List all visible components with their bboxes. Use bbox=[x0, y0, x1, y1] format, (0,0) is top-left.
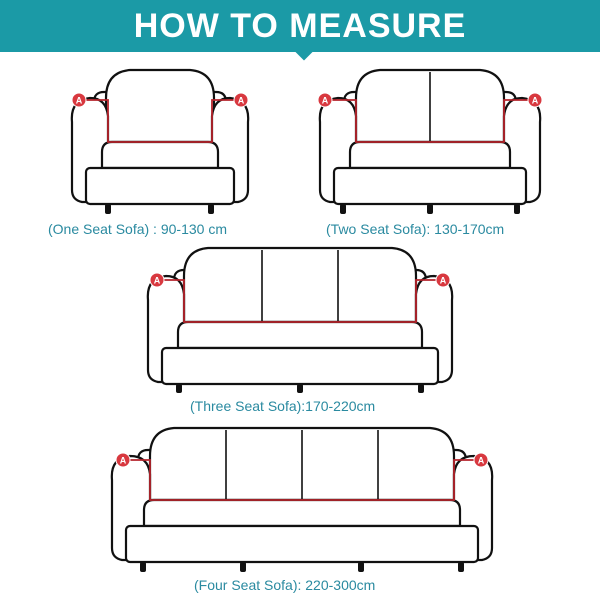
two-seat-sofa-diagram: A A bbox=[310, 62, 550, 217]
page-title: HOW TO MEASURE bbox=[133, 6, 467, 45]
svg-text:A: A bbox=[532, 96, 539, 106]
four-seat-caption: (Four Seat Sofa): 220-300cm bbox=[194, 577, 376, 593]
one-seat-caption: (One Seat Sofa) : 90-130 cm bbox=[48, 221, 227, 237]
marker-a-left: A bbox=[149, 272, 165, 288]
marker-a-right: A bbox=[527, 92, 543, 108]
one-seat-sofa-diagram: A A bbox=[60, 62, 260, 217]
marker-a-right: A bbox=[435, 272, 451, 288]
svg-text:A: A bbox=[120, 456, 127, 466]
two-seat-caption: (Two Seat Sofa): 130-170cm bbox=[326, 221, 505, 237]
marker-a-right: A bbox=[473, 452, 489, 468]
svg-text:A: A bbox=[478, 456, 485, 466]
svg-text:A: A bbox=[238, 96, 245, 106]
three-seat-caption: (Three Seat Sofa):170-220cm bbox=[190, 398, 376, 414]
svg-text:A: A bbox=[322, 96, 329, 106]
marker-a-left: A bbox=[71, 92, 87, 108]
header-banner: HOW TO MEASURE bbox=[0, 0, 600, 52]
four-seat-sofa-diagram: A A bbox=[104, 420, 500, 575]
marker-a-left: A bbox=[317, 92, 333, 108]
svg-text:A: A bbox=[154, 276, 161, 286]
svg-text:A: A bbox=[440, 276, 447, 286]
three-seat-sofa-diagram: A A bbox=[140, 240, 460, 395]
marker-a-left: A bbox=[115, 452, 131, 468]
marker-a-right: A bbox=[233, 92, 249, 108]
svg-text:A: A bbox=[76, 96, 83, 106]
